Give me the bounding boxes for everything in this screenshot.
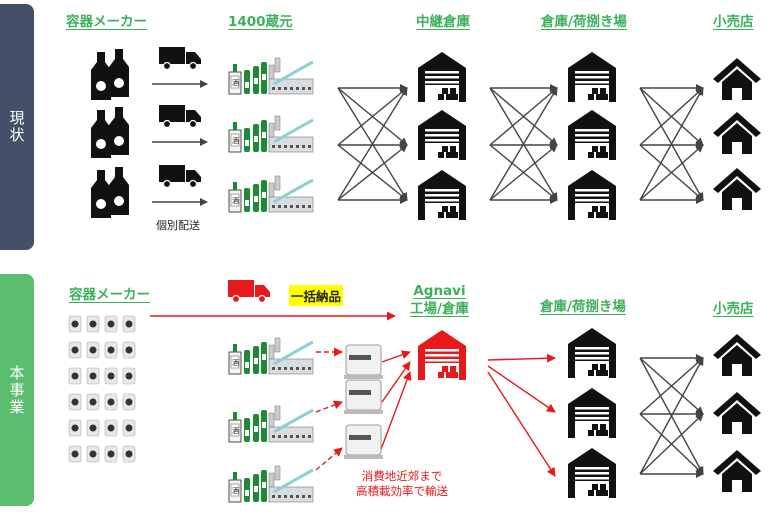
cross-arrow bbox=[639, 357, 704, 475]
container-can-icon bbox=[86, 367, 100, 385]
warehouse-icon bbox=[418, 52, 466, 102]
individual-delivery-label: 個別配送 bbox=[156, 219, 200, 232]
container-can-icon bbox=[86, 393, 100, 411]
retail-store-icon bbox=[713, 334, 761, 376]
header-warehouse-handling-top: 倉庫/荷捌き場 bbox=[541, 14, 627, 30]
header-relay-warehouse: 中継倉庫 bbox=[416, 14, 470, 30]
svg-text:酒: 酒 bbox=[232, 359, 239, 367]
bottles-icon bbox=[91, 167, 129, 218]
bulk-delivery-label: 一括納品 bbox=[289, 285, 344, 306]
bottles-icon bbox=[91, 107, 129, 158]
container-can-icon bbox=[104, 419, 118, 437]
cross-arrow bbox=[639, 144, 704, 201]
cross-arrow bbox=[639, 87, 704, 201]
warehouse-icon bbox=[418, 170, 466, 220]
transport-note: 消費地近郊まで高積載効率で輸送 bbox=[356, 469, 448, 498]
brewery-icon: 酒 bbox=[228, 405, 314, 443]
container-can-icon bbox=[104, 315, 118, 333]
container-can-icon bbox=[86, 419, 100, 437]
svg-text:酒: 酒 bbox=[232, 79, 239, 87]
container-can-icon bbox=[104, 367, 118, 385]
warehouse-icon bbox=[568, 110, 616, 160]
container-can-icon bbox=[122, 367, 136, 385]
container-can-icon bbox=[86, 341, 100, 359]
tote-to-agnavi-arrow bbox=[381, 350, 411, 363]
svg-text:酒: 酒 bbox=[232, 197, 239, 205]
cross-arrow bbox=[639, 357, 704, 415]
container-can-icon bbox=[122, 445, 136, 463]
container-can-icon bbox=[68, 341, 82, 359]
container-can-icon bbox=[68, 315, 82, 333]
brewery-icon: 酒 bbox=[228, 115, 314, 153]
svg-text:酒: 酒 bbox=[232, 137, 239, 145]
section-label-current: 現状 bbox=[0, 4, 34, 250]
brewery-icon: 酒 bbox=[228, 465, 314, 503]
cross-arrow bbox=[639, 413, 704, 475]
agnavi-line1: Agnavi bbox=[413, 283, 466, 299]
header-breweries: 1400蔵元 bbox=[228, 14, 293, 30]
warehouse-icon bbox=[568, 328, 616, 378]
agnavi-line2: 工場/倉庫 bbox=[410, 301, 469, 317]
brewery-icon: 酒 bbox=[228, 337, 314, 375]
container-can-icon bbox=[86, 315, 100, 333]
truck-icon bbox=[159, 105, 201, 129]
warehouse-icon bbox=[568, 388, 616, 438]
header-container-maker-bottom: 容器メーカー bbox=[69, 287, 150, 303]
container-can-icon bbox=[86, 445, 100, 463]
header-container-maker-top: 容器メーカー bbox=[66, 14, 147, 30]
container-can-icon bbox=[68, 393, 82, 411]
container-can-icon bbox=[104, 393, 118, 411]
svg-text:酒: 酒 bbox=[232, 487, 239, 495]
container-tote-icon bbox=[344, 424, 383, 459]
container-can-icon bbox=[104, 341, 118, 359]
container-can-icon bbox=[122, 341, 136, 359]
container-can-icon bbox=[104, 445, 118, 463]
container-tote-icon bbox=[344, 344, 383, 379]
warehouse-icon bbox=[568, 448, 616, 498]
header-agnavi: Agnavi 工場/倉庫 bbox=[410, 282, 469, 318]
warehouse-icon bbox=[568, 52, 616, 102]
container-can-icon bbox=[122, 315, 136, 333]
cross-arrow bbox=[489, 87, 558, 146]
container-can-icon bbox=[68, 419, 82, 437]
retail-store-icon bbox=[713, 450, 761, 492]
warehouse-icon bbox=[418, 110, 466, 160]
truck-icon bbox=[159, 165, 201, 189]
container-can-icon bbox=[68, 445, 82, 463]
container-tote-icon bbox=[344, 379, 383, 414]
bottles-icon bbox=[91, 49, 129, 100]
cross-arrow bbox=[489, 144, 558, 201]
cross-arrow bbox=[489, 87, 558, 201]
warehouse-icon bbox=[568, 170, 616, 220]
cross-arrow bbox=[639, 87, 704, 146]
agnavi-to-warehouse-arrow bbox=[487, 365, 556, 413]
container-can-icon bbox=[68, 367, 82, 385]
agnavi-to-warehouse-arrow bbox=[487, 353, 556, 363]
cross-arrow bbox=[337, 87, 408, 146]
container-can-icon bbox=[122, 419, 136, 437]
tote-to-agnavi-arrow bbox=[379, 371, 412, 453]
retail-store-icon bbox=[713, 168, 761, 210]
header-retail-top: 小売店 bbox=[713, 14, 754, 30]
svg-text:酒: 酒 bbox=[232, 427, 239, 435]
section-label-proposed: 本事業 bbox=[0, 274, 34, 506]
retail-store-icon bbox=[713, 392, 761, 434]
retail-store-icon bbox=[713, 58, 761, 100]
cross-arrow bbox=[337, 87, 408, 201]
retail-store-icon bbox=[713, 112, 761, 154]
brewery-icon: 酒 bbox=[228, 57, 314, 95]
brewery-to-tote-arrow bbox=[315, 447, 343, 471]
cross-arrow bbox=[337, 144, 408, 201]
container-can-icon bbox=[122, 393, 136, 411]
brewery-to-tote-arrow bbox=[315, 400, 343, 413]
header-warehouse-handling-bottom: 倉庫/荷捌き場 bbox=[540, 299, 626, 315]
warehouse-icon bbox=[418, 330, 466, 380]
header-retail-bottom: 小売店 bbox=[713, 301, 754, 317]
tote-to-agnavi-arrow bbox=[381, 361, 411, 403]
brewery-icon: 酒 bbox=[228, 175, 314, 213]
agnavi-to-warehouse-arrow bbox=[487, 371, 556, 477]
truck-icon bbox=[228, 280, 270, 304]
truck-icon bbox=[159, 47, 201, 71]
